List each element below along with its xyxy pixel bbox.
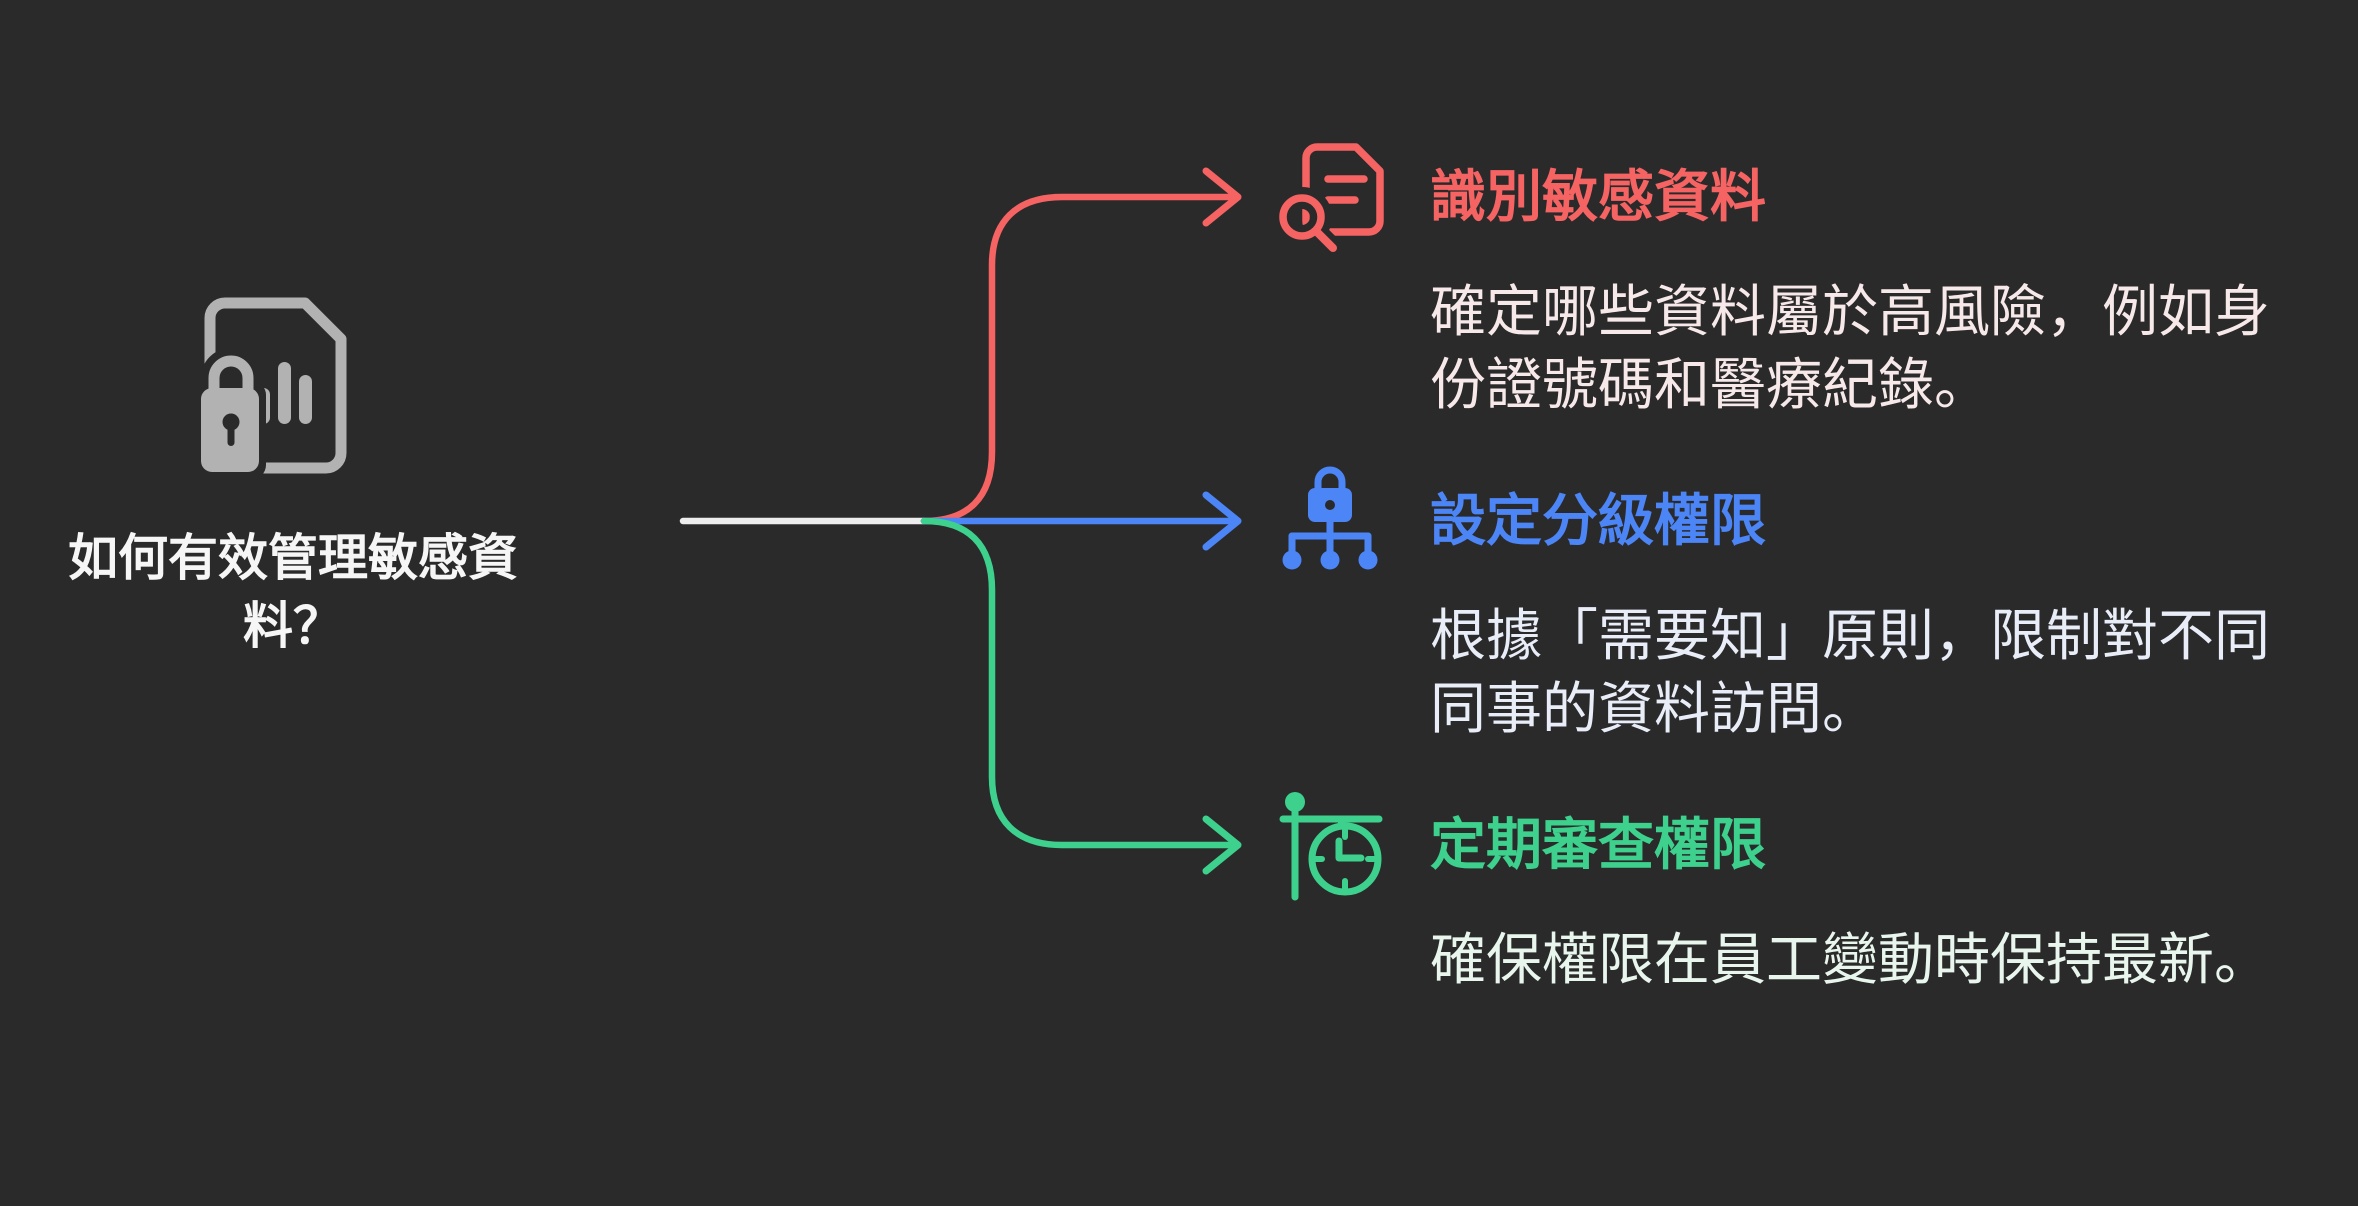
arrowhead-green-icon (1202, 815, 1242, 875)
root-node-title: 如何有效管理敏感資料？ (68, 530, 518, 654)
branch-desc-review-permissions: 確保權限在員工變動時保持最新。 (1430, 928, 2270, 991)
branch-desc-identify-sensitive-data: 確定哪些資料屬於高風險，例如身份證號碼和醫療紀錄。 (1430, 280, 2270, 416)
branch-title-set-tiered-permissions: 設定分級權限 (1430, 489, 1766, 552)
locked-document-chart-icon (194, 297, 347, 479)
branch-title-identify-sensitive-data: 識別敏感資料 (1430, 165, 1766, 228)
hanging-clock-icon (1279, 792, 1383, 901)
document-search-icon (1272, 143, 1384, 258)
branch-desc-set-tiered-permissions: 根據「需要知」原則，限制對不同同事的資料訪問。 (1430, 604, 2270, 740)
branch-green-connector (920, 517, 1237, 849)
lock-hierarchy-icon (1282, 466, 1378, 570)
arrowhead-blue-icon (1202, 491, 1242, 551)
arrowhead-red-icon (1202, 167, 1242, 227)
branch-title-review-permissions: 定期審查權限 (1430, 813, 1766, 876)
branch-red-connector (920, 193, 1237, 525)
